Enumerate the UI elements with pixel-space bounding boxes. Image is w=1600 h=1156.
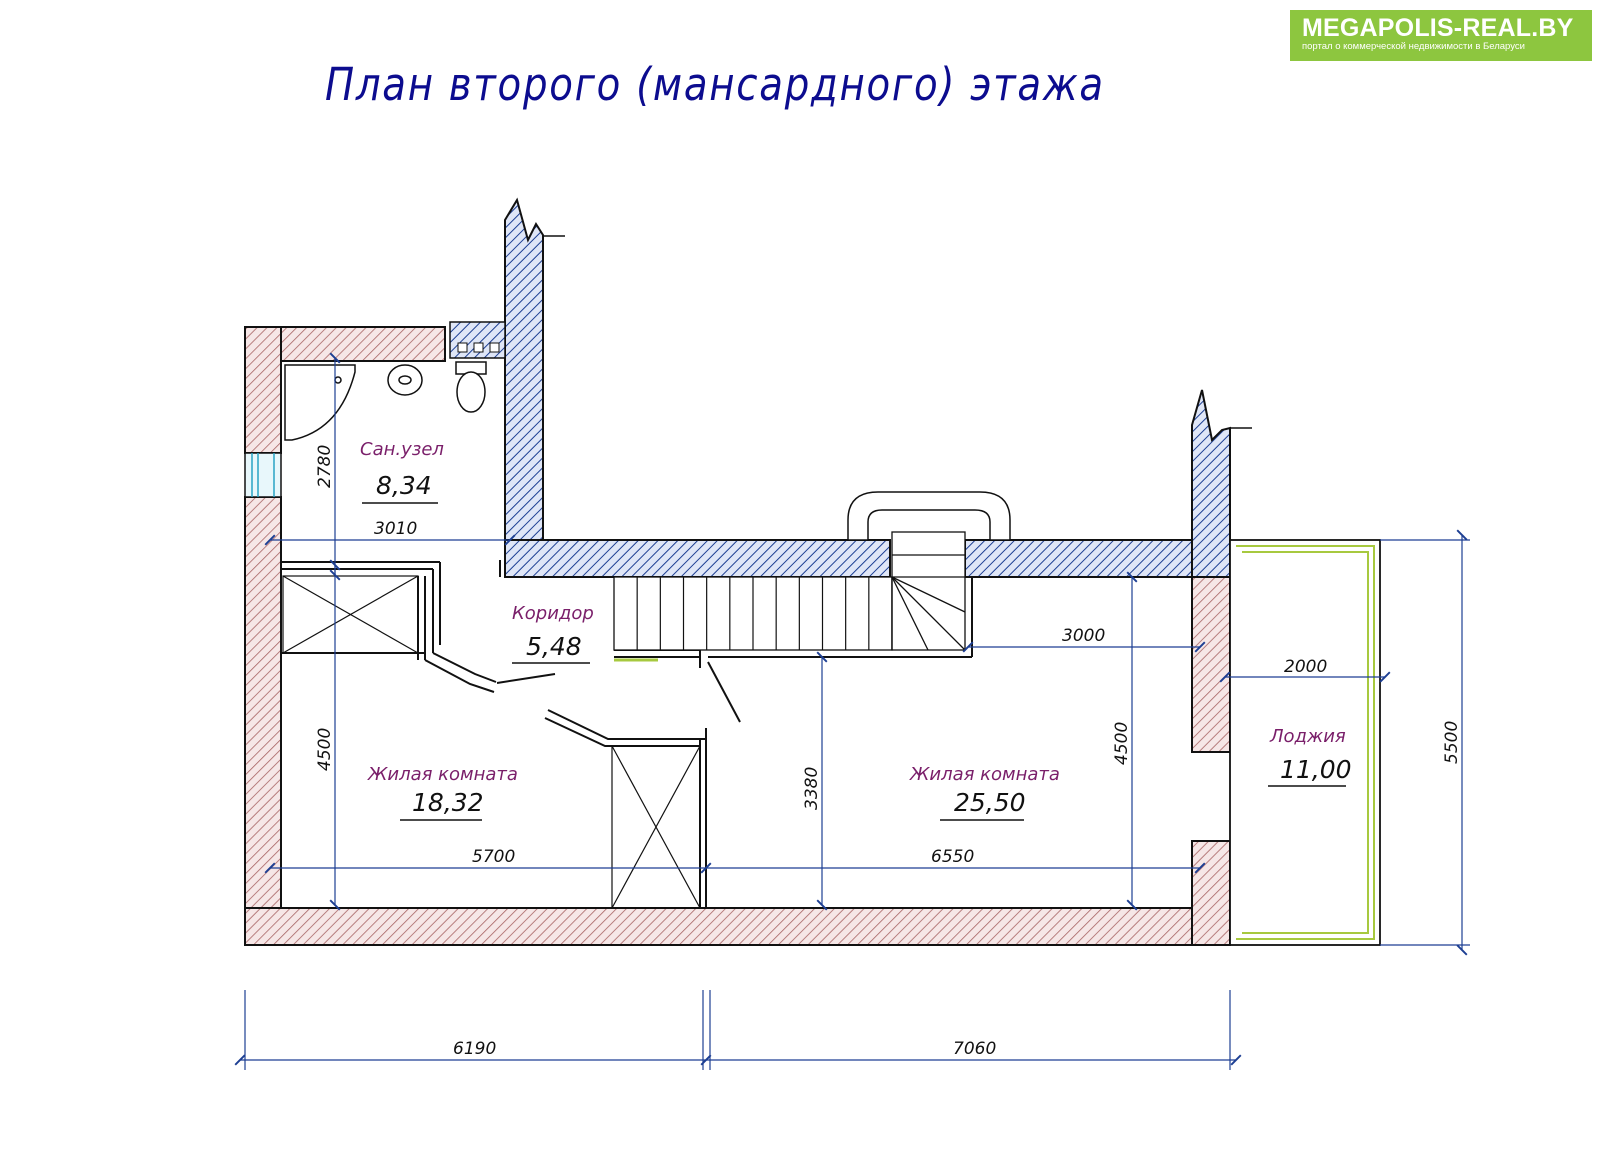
shower-cabin xyxy=(284,364,356,441)
dim-left-room-width: 5700 xyxy=(472,847,515,867)
dim-right-room-height: 4500 xyxy=(1112,722,1132,765)
living-right-name: Жилая комната xyxy=(909,764,1060,785)
logo-brand: MEGAPOLIS-REAL.BY xyxy=(1302,14,1574,42)
exterior-walls xyxy=(244,326,1231,946)
site-logo[interactable]: MEGAPOLIS-REAL.BY портал о коммерческой … xyxy=(1290,10,1592,61)
dimension-labels: 2780 3010 4500 5700 3380 6550 4500 3000 … xyxy=(315,445,1462,1059)
dim-right-room-width: 6550 xyxy=(931,847,974,867)
dim-bath-width: 3010 xyxy=(374,519,417,539)
dim-stair-height: 3380 xyxy=(802,767,822,810)
closets xyxy=(282,575,701,909)
bathroom-area: 8,34 xyxy=(376,471,432,500)
living-left-area: 18,32 xyxy=(412,788,484,817)
loggia-frame xyxy=(1229,539,1381,946)
dim-loggia-height: 5500 xyxy=(1442,721,1462,764)
stair-treads xyxy=(636,577,870,650)
plan-title: План второго (мансардного) этажа xyxy=(325,58,1105,111)
living-right-area: 25,50 xyxy=(954,788,1026,817)
dim-left-room-height: 4500 xyxy=(315,728,335,771)
dim-loggia-width: 2000 xyxy=(1284,657,1327,677)
window-left xyxy=(244,452,282,498)
loggia-name: Лоджия xyxy=(1269,726,1346,747)
dim-stair-offset: 3000 xyxy=(1062,626,1105,646)
room-labels: Сан.узел 8,34 Коридор 5,48 Жилая комната… xyxy=(360,439,1352,821)
interior-walls xyxy=(504,197,1252,578)
door-swings xyxy=(496,661,1251,842)
dimension-lines xyxy=(234,352,1470,1070)
toilet-bowl xyxy=(456,371,486,413)
corridor-name: Коридор xyxy=(512,603,594,624)
living-left-name: Жилая комната xyxy=(367,764,518,785)
dim-overall-left: 6190 xyxy=(453,1039,496,1059)
vent-shaft xyxy=(449,321,506,359)
logo-tagline: портал о коммерческой недвижимости в Бел… xyxy=(1302,41,1525,52)
corridor-area: 5,48 xyxy=(526,632,582,661)
dim-bath-height: 2780 xyxy=(315,445,335,488)
stair-arch xyxy=(847,491,1011,541)
bathroom-name: Сан.узел xyxy=(360,439,444,460)
loggia-area: 11,00 xyxy=(1280,755,1352,784)
dim-overall-right: 7060 xyxy=(953,1039,996,1059)
bathroom-fixtures xyxy=(284,361,487,441)
